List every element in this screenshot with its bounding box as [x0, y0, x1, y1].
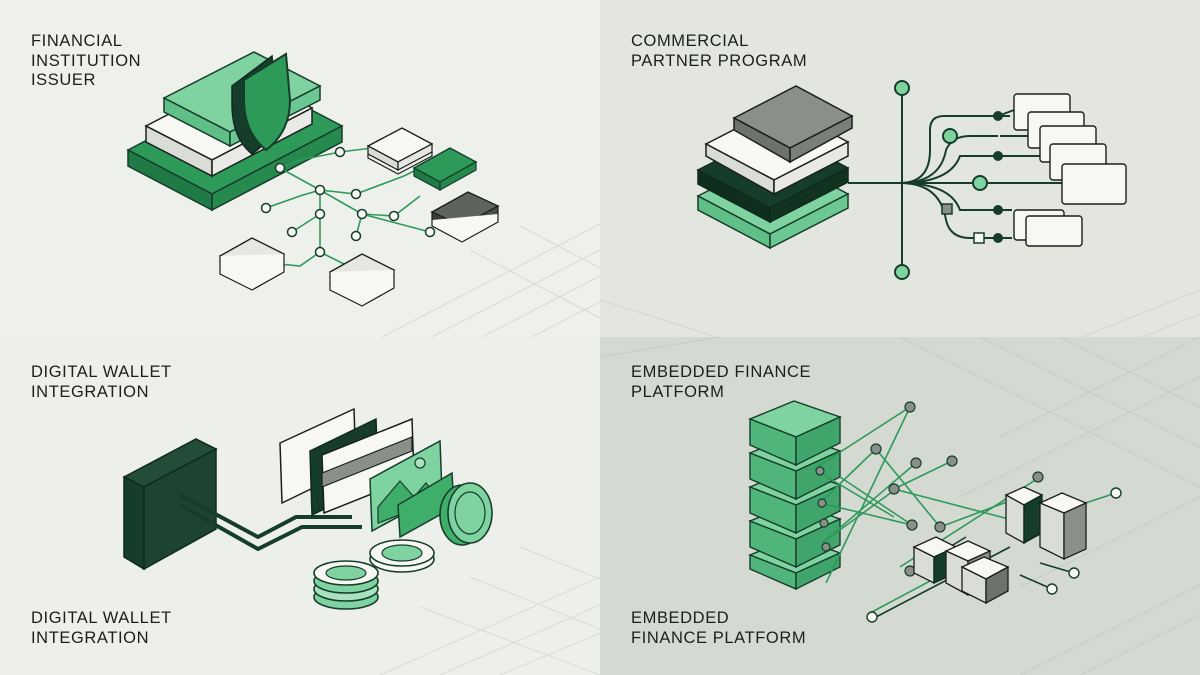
branch-tree-icon [848, 88, 1062, 272]
connection-line-icon [813, 406, 1117, 614]
layer-stack-icon [696, 85, 854, 250]
embedded-finance-illustration [600, 337, 1200, 675]
panel-title-embedded-finance-platform: EMBEDDED FINANCE PLATFORM [631, 363, 812, 401]
mini-card-stack-left [218, 237, 286, 291]
document-card-icon [1013, 93, 1127, 247]
digital-wallet-illustration [122, 407, 600, 675]
panel-caption-digital-wallet-integration: DIGITAL WALLET INTEGRATION [31, 609, 172, 647]
background-grid [379, 546, 600, 675]
endpoint-nodes [866, 487, 1122, 623]
coin-icon [313, 482, 493, 610]
network-node-icon [260, 146, 436, 258]
background-grid [380, 223, 600, 337]
partner-program-illustration [600, 80, 1200, 337]
mini-card-white-top [366, 127, 434, 175]
background-grid [600, 289, 1200, 337]
branch-nodes [894, 80, 1003, 280]
issuer-illustration [126, 51, 600, 337]
panel-embedded-finance-platform: EMBEDDED FINANCE PLATFORM EMBEDDED FINAN… [600, 337, 1200, 675]
shield-icon [231, 52, 292, 155]
panel-digital-wallet-integration: DIGITAL WALLET INTEGRATION DIGITAL WALLE… [0, 337, 600, 675]
payment-card-icon [279, 407, 415, 517]
panel-commercial-partner-program: COMMERCIAL PARTNER PROGRAM [600, 0, 1200, 337]
server-stack-icon [748, 400, 842, 591]
connection-nodes [815, 401, 1044, 577]
background-grid [600, 337, 1200, 675]
network-lines [259, 147, 431, 269]
connection-cable [179, 493, 362, 551]
mini-card-green [412, 147, 478, 192]
terminal-icon [122, 438, 218, 571]
panel-caption-embedded-finance-platform: EMBEDDED FINANCE PLATFORM [631, 609, 807, 647]
image-card-icon [369, 439, 455, 539]
module-block-icon [912, 486, 1088, 605]
mini-card-stack-right [328, 253, 396, 307]
mini-card-dark [430, 191, 500, 243]
panel-title-digital-wallet-integration: DIGITAL WALLET INTEGRATION [31, 363, 172, 401]
panel-title-commercial-partner-program: COMMERCIAL PARTNER PROGRAM [631, 32, 808, 70]
panel-title-financial-institution-issuer: FINANCIAL INSTITUTION ISSUER [31, 32, 142, 89]
panel-financial-institution-issuer: FINANCIAL INSTITUTION ISSUER [0, 0, 600, 337]
